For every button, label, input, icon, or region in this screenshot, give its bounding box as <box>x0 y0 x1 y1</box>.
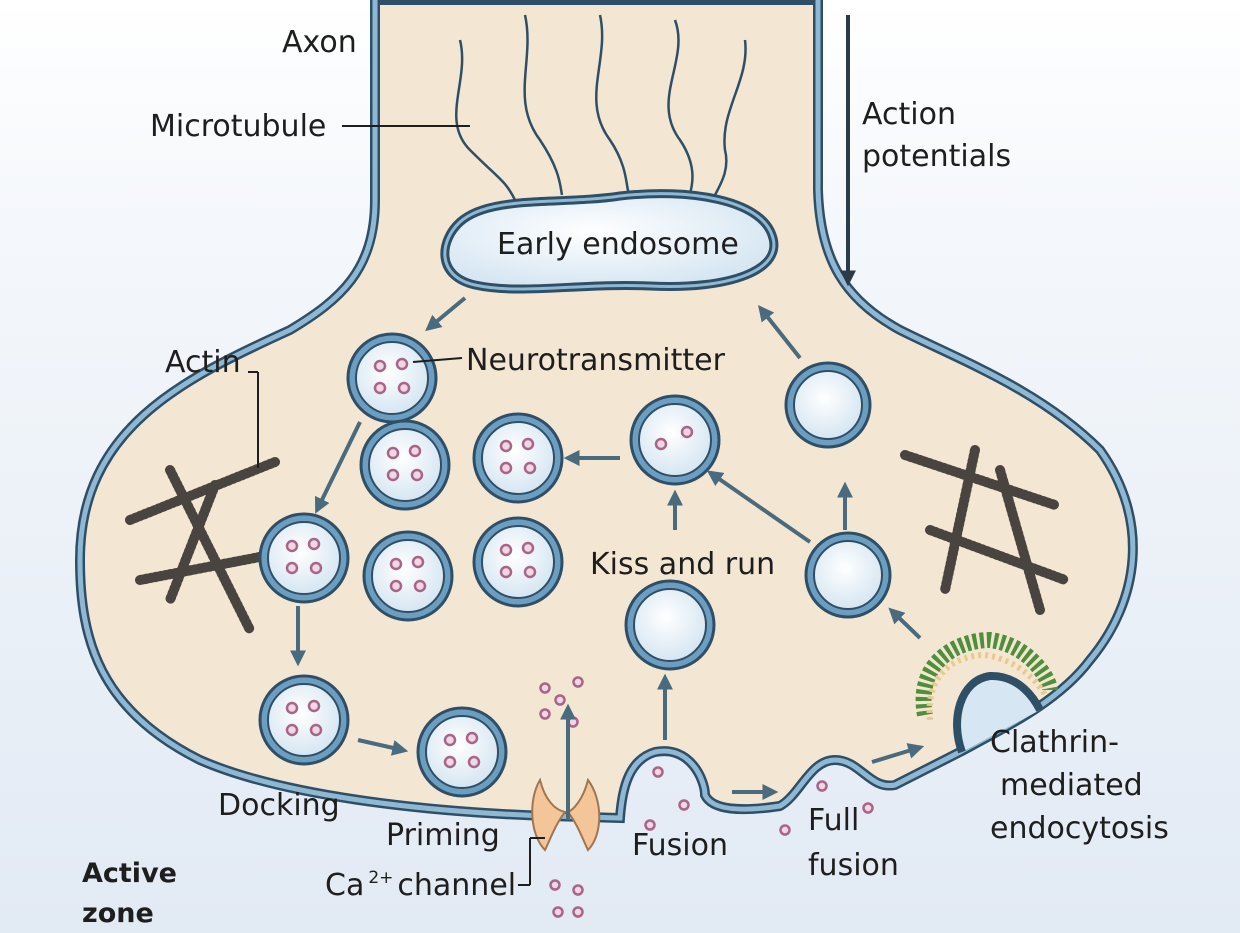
vesicle-lumen <box>794 371 862 439</box>
released-molecule-dot <box>551 881 560 890</box>
neurotransmitter-dot <box>287 725 297 735</box>
ca-channel-prefix: Ca <box>325 868 364 903</box>
vesicle-lumen <box>369 429 441 501</box>
action-potentials-label-line1: Action <box>862 97 956 132</box>
neurotransmitter-dot <box>501 441 511 451</box>
released-molecule-dot <box>818 782 827 791</box>
active-zone-label-line2: zone <box>82 898 154 929</box>
neurotransmitter-dot <box>399 383 409 393</box>
released-molecule-dot <box>574 886 583 895</box>
released-molecule-dot <box>781 826 790 835</box>
neurotransmitter-dot <box>287 541 297 551</box>
neurotransmitter-dot <box>467 733 477 743</box>
neurotransmitter-dot <box>525 463 535 473</box>
neurotransmitter-dot <box>523 543 533 553</box>
neurotransmitter-dot <box>469 757 479 767</box>
neurotransmitter-dot <box>309 539 319 549</box>
vesicle-lumen <box>482 422 554 494</box>
ca-channel-suffix: channel <box>397 868 516 903</box>
neurotransmitter-dot <box>287 703 297 713</box>
vesicle-lumen <box>268 522 340 594</box>
neurotransmitter-dot <box>311 725 321 735</box>
neurotransmitter-dot <box>501 567 511 577</box>
neurotransmitter-dot <box>375 383 385 393</box>
full-fusion-label-line1: Full <box>808 803 859 838</box>
released-molecule-dot <box>574 908 583 917</box>
action-potentials-label-line2: potentials <box>862 139 1011 174</box>
vesicle-lumen <box>268 684 340 756</box>
axon-label: Axon <box>282 25 357 60</box>
neurotransmitter-dot <box>413 557 423 567</box>
released-molecule-dot <box>654 768 663 777</box>
vesicle-lumen <box>639 404 711 476</box>
released-molecule-dot <box>556 696 565 705</box>
neurotransmitter-dot <box>501 463 511 473</box>
clathrin-label-line1: Clathrin- <box>990 725 1119 760</box>
neurotransmitter-label: Neurotransmitter <box>466 343 726 378</box>
released-molecule-dot <box>541 684 550 693</box>
actin-label: Actin <box>165 345 241 380</box>
neurotransmitter-dot <box>311 563 321 573</box>
clathrin-label-line3: endocytosis <box>990 811 1169 846</box>
docking-label: Docking <box>218 788 340 823</box>
early-endosome-label: Early endosome <box>497 227 739 262</box>
microtubule-label: Microtubule <box>150 109 326 144</box>
neurotransmitter-dot <box>388 470 398 480</box>
released-molecule-dot <box>574 678 583 687</box>
neurotransmitter-dot <box>412 470 422 480</box>
full-fusion-label-line2: fusion <box>808 848 899 883</box>
kiss-and-run-label: Kiss and run <box>590 547 775 582</box>
neurotransmitter-dot <box>375 361 385 371</box>
fusion-label: Fusion <box>632 828 728 863</box>
vesicle-lumen <box>426 716 498 788</box>
vesicle-lumen <box>482 526 554 598</box>
neurotransmitter-dot <box>397 359 407 369</box>
neurotransmitter-dot <box>287 563 297 573</box>
neurotransmitter-dot <box>415 581 425 591</box>
neurotransmitter-dot <box>391 559 401 569</box>
neurotransmitter-dot <box>525 567 535 577</box>
neurotransmitter-dot <box>682 427 692 437</box>
released-molecule-dot <box>864 804 873 813</box>
neurotransmitter-dot <box>445 757 455 767</box>
vesicle-lumen <box>372 540 444 612</box>
active-zone-label-line1: Active <box>82 858 177 889</box>
neurotransmitter-dot <box>523 439 533 449</box>
neurotransmitter-dot <box>391 581 401 591</box>
neurotransmitter-dot <box>410 446 420 456</box>
released-molecule-dot <box>554 908 563 917</box>
neurotransmitter-dot <box>501 545 511 555</box>
vesicle-lumen <box>356 342 428 414</box>
neurotransmitter-dot <box>445 735 455 745</box>
neurotransmitter-dot <box>656 439 666 449</box>
ca-channel-superscript: 2+ <box>368 868 393 888</box>
neurotransmitter-dot <box>388 448 398 458</box>
neurotransmitter-dot <box>309 701 319 711</box>
priming-label: Priming <box>386 818 500 853</box>
ca-channel-label: Ca 2+ channel <box>325 868 516 903</box>
released-molecule-dot <box>680 801 689 810</box>
clathrin-label-line2: mediated <box>1000 768 1143 803</box>
vesicle-lumen <box>634 589 706 661</box>
vesicle-lumen <box>814 541 882 609</box>
released-molecule-dot <box>541 710 550 719</box>
